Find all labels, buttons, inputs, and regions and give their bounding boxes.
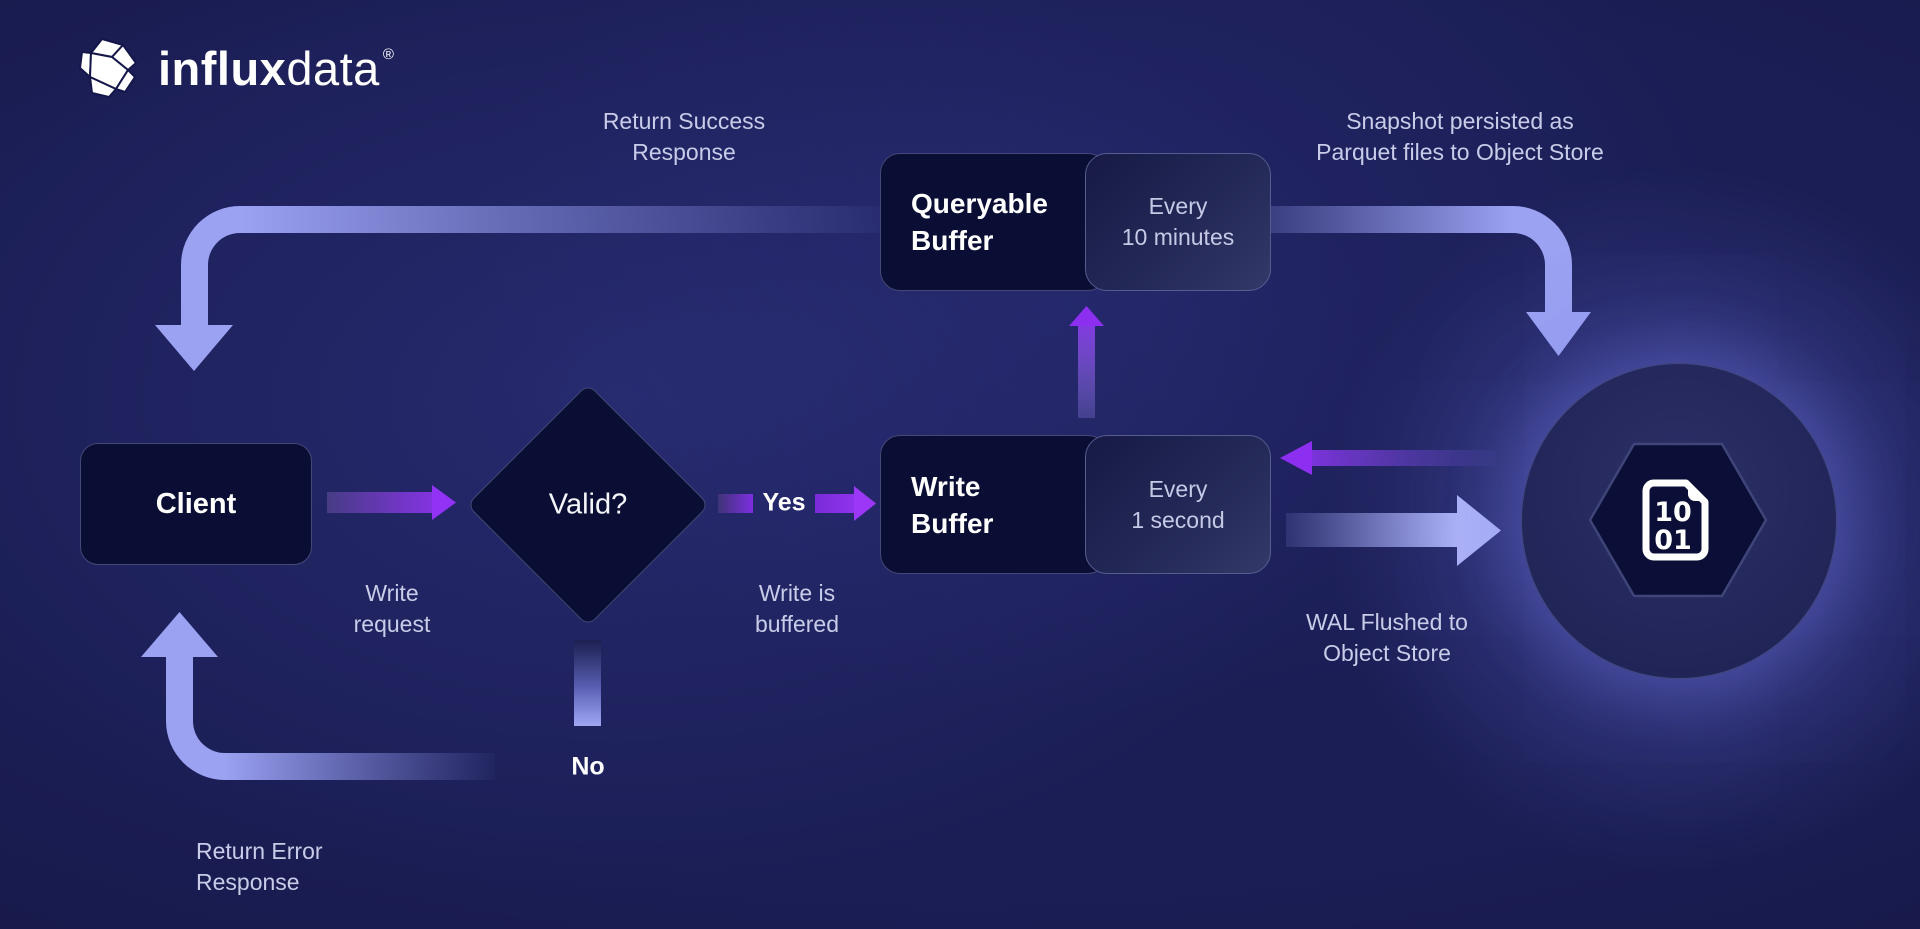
label-return-error-line2: Response [196, 869, 300, 895]
arrow-valid-yes-segment [718, 494, 753, 513]
write-buffer-title-line2: Buffer [911, 507, 994, 539]
queryable-buffer-title-line1: Queryable [911, 188, 1048, 219]
write-buffer-title: Write Buffer [911, 468, 993, 542]
write-buffer-title-line1: Write [911, 470, 981, 502]
label-wal-flush-line1: WAL Flushed to [1306, 609, 1468, 635]
write-interval-line1: Every [1148, 475, 1208, 502]
arrow-snapshot-to-object-store [1271, 206, 1591, 356]
label-wal-flush: WAL Flushed to Object Store [1306, 607, 1468, 669]
queryable-buffer-title: Queryable Buffer [911, 185, 1048, 259]
arrow-client-to-valid [327, 485, 456, 520]
brand-logo: influx data ® [78, 36, 394, 100]
binary-file-icon: 10 01 [1638, 478, 1718, 562]
label-write-request-line1: Write [365, 580, 419, 606]
label-write-buffered-line2: buffered [755, 611, 839, 637]
influxdata-logo-icon [78, 36, 140, 100]
label-write-buffered-line1: Write is [758, 580, 836, 606]
registered-mark: ® [382, 45, 395, 63]
arrow-object-store-to-write-buffer [1280, 441, 1496, 475]
label-return-success-line1: Return Success [602, 108, 766, 134]
label-return-error-line1: Return Error [196, 838, 323, 864]
label-snapshot-line2: Parquet files to Object Store [1316, 139, 1604, 165]
label-write-request: Write request [354, 578, 431, 640]
write-interval-line2: 1 second [1131, 506, 1225, 533]
label-snapshot-persist: Snapshot persisted as Parquet files to O… [1316, 106, 1604, 168]
label-yes: Yes [762, 488, 806, 517]
arrow-write-buffer-to-queryable-buffer [1069, 306, 1104, 418]
queryable-interval-line1: Every [1148, 193, 1208, 219]
label-wal-flush-line2: Object Store [1323, 640, 1451, 666]
arrow-return-success [155, 206, 880, 371]
arrow-yes-to-write-buffer [815, 486, 876, 521]
label-return-success: Return Success Response [603, 106, 765, 168]
write-interval-badge: Every 1 second [1085, 435, 1271, 574]
object-store-hexagon-icon [1588, 441, 1768, 599]
node-client: Client [80, 443, 312, 565]
brand-name-light: data [286, 41, 380, 95]
label-write-buffered: Write is buffered [755, 578, 839, 640]
label-snapshot-line1: Snapshot persisted as [1346, 108, 1574, 134]
label-return-success-line2: Response [632, 139, 736, 165]
label-return-error: Return Error Response [196, 836, 323, 898]
binary-text-line1: 10 [1654, 497, 1692, 528]
client-title: Client [155, 487, 237, 520]
arrow-valid-no-segment [574, 640, 601, 726]
label-no: No [571, 752, 605, 781]
node-queryable-buffer: Queryable Buffer [880, 153, 1108, 291]
arrow-wal-to-object-store [1286, 495, 1501, 566]
brand-name-bold: influx [158, 41, 287, 95]
arrow-return-error [141, 612, 495, 780]
queryable-buffer-title-line2: Buffer [911, 225, 994, 256]
queryable-interval-badge: Every 10 minutes [1085, 153, 1271, 291]
binary-text-line2: 01 [1654, 525, 1692, 556]
node-write-buffer: Write Buffer [880, 435, 1108, 574]
valid-label: Valid? [548, 488, 628, 521]
brand-name: influx data ® [158, 45, 394, 92]
label-write-request-line2: request [353, 611, 431, 637]
queryable-interval-line2: 10 minutes [1121, 224, 1235, 250]
